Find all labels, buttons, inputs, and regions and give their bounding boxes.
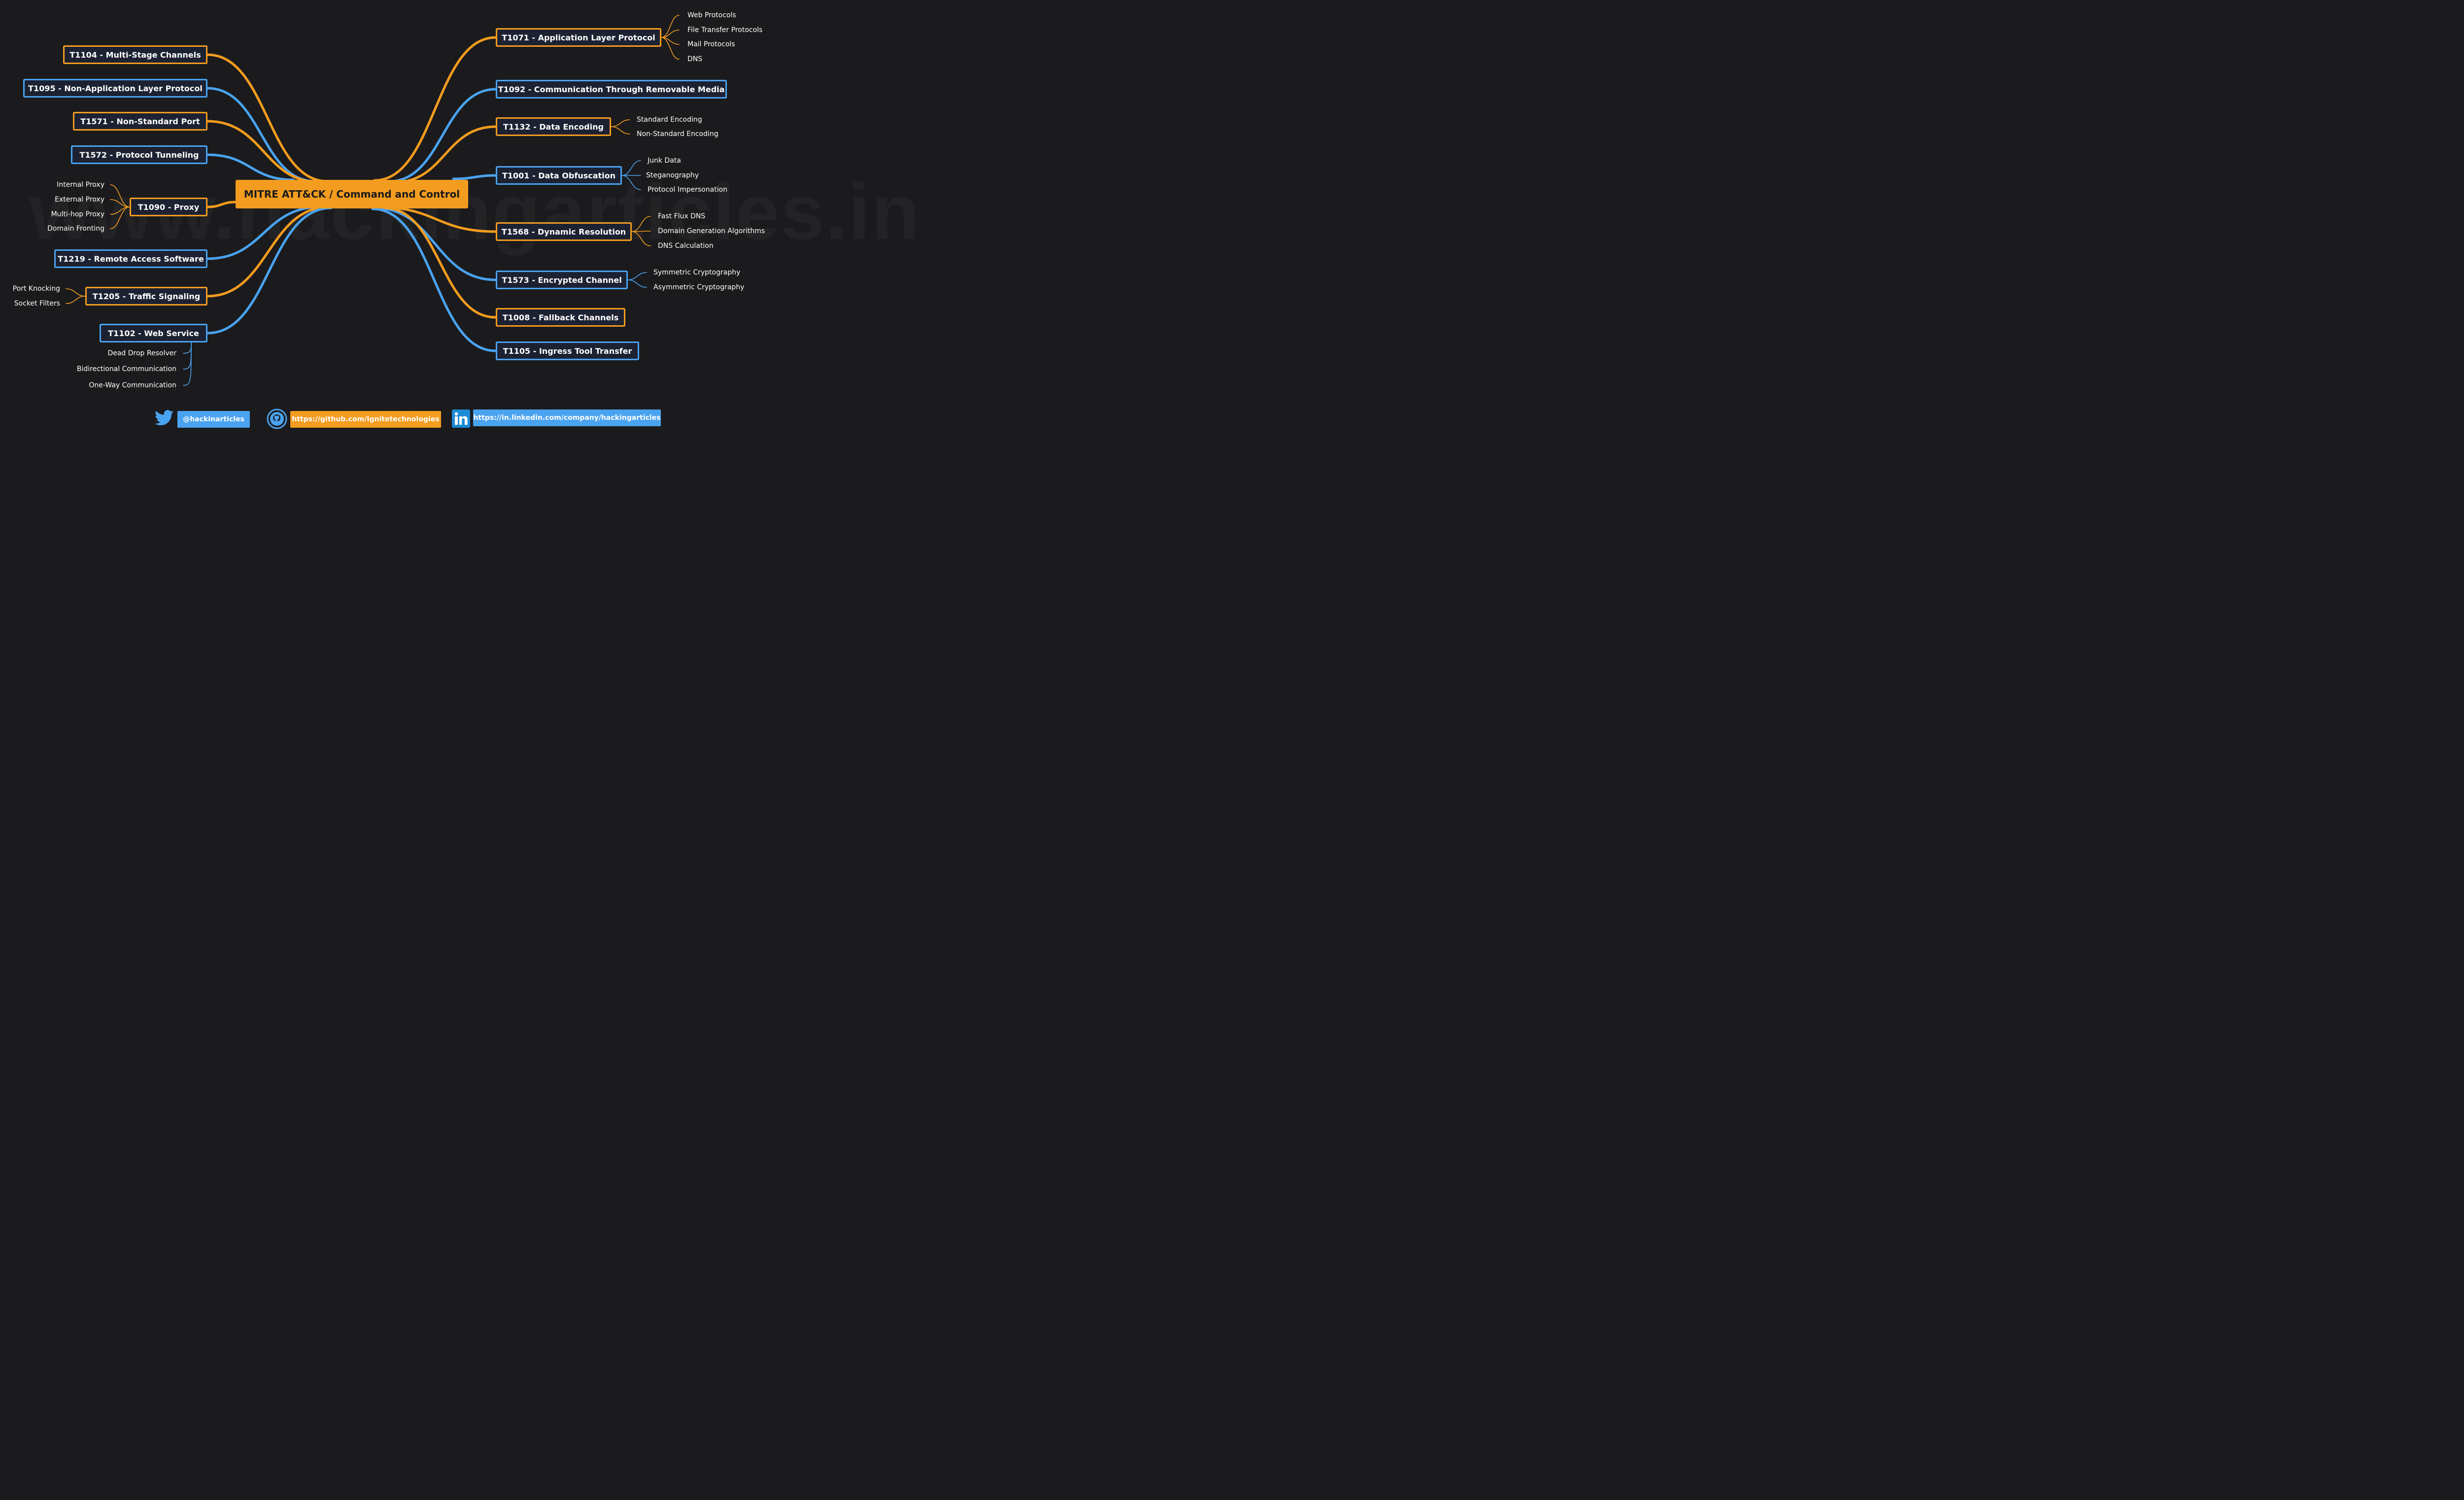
sub-connector-t1568-0 <box>631 216 651 232</box>
github-link[interactable]: https://github.com/Ignitetechnologies <box>290 411 441 428</box>
sub-connector-t1102-2 <box>183 342 192 386</box>
subtopic-asymmetric-cryptography[interactable]: Asymmetric Cryptography <box>653 283 745 291</box>
subtopic-standard-encoding[interactable]: Standard Encoding <box>637 116 702 124</box>
sub-connector-t1071-0 <box>661 15 680 38</box>
subtopic-bidirectional-communication[interactable]: Bidirectional Communication <box>76 365 176 373</box>
subtopic-dead-drop-resolver[interactable]: Dead Drop Resolver <box>107 349 176 357</box>
technique-t1105[interactable]: T1105 - Ingress Tool Transfer <box>496 341 639 360</box>
linkedin-icon[interactable] <box>452 409 470 428</box>
connector-t1105 <box>371 207 497 352</box>
connector-t1205 <box>206 205 331 298</box>
technique-t1572[interactable]: T1572 - Protocol Tunneling <box>71 145 207 164</box>
connector-t1572 <box>206 153 295 181</box>
sub-connector-t1132-1 <box>611 126 630 135</box>
technique-t1001[interactable]: T1001 - Data Obfuscation <box>496 166 622 185</box>
technique-t1571[interactable]: T1571 - Non-Standard Port <box>73 112 207 131</box>
technique-t1095[interactable]: T1095 - Non-Application Layer Protocol <box>23 79 207 98</box>
subtopic-non-standard-encoding[interactable]: Non-Standard Encoding <box>637 130 719 138</box>
subtopic-internal-proxy[interactable]: Internal Proxy <box>57 181 104 189</box>
sub-connector-t1205-1 <box>66 296 86 304</box>
subtopic-socket-filters[interactable]: Socket Filters <box>14 300 60 307</box>
connector-t1071 <box>373 36 497 182</box>
subtopic-file-transfer-protocols[interactable]: File Transfer Protocols <box>687 26 763 34</box>
sub-connector-t1205-0 <box>66 288 86 297</box>
sub-connector-t1090-0 <box>110 184 130 207</box>
mindmap: www.hackingarticles.in MITRE ATT&CK / Co… <box>0 0 920 440</box>
technique-t1104[interactable]: T1104 - Multi-Stage Channels <box>63 45 207 64</box>
connector-t1001 <box>452 174 497 180</box>
connector-t1092 <box>388 88 497 183</box>
connector-t1008 <box>383 206 497 319</box>
sub-connector-t1102-0 <box>183 342 192 354</box>
subtopic-steganography[interactable]: Steganography <box>646 171 699 179</box>
subtopic-one-way-communication[interactable]: One-Way Communication <box>89 381 176 389</box>
sub-connector-t1071-3 <box>661 37 680 60</box>
connector-t1095 <box>206 87 317 183</box>
sub-connector-t1001-0 <box>621 160 641 176</box>
subtopic-fast-flux-dns[interactable]: Fast Flux DNS <box>658 212 706 220</box>
sub-connector-t1132-0 <box>611 119 630 127</box>
technique-t1102[interactable]: T1102 - Web Service <box>100 324 207 342</box>
technique-t1092[interactable]: T1092 - Communication Through Removable … <box>496 80 727 99</box>
sub-connector-t1573-1 <box>627 279 647 288</box>
technique-t1573[interactable]: T1573 - Encrypted Channel <box>496 271 628 289</box>
connectors <box>66 15 680 386</box>
subtopic-web-protocols[interactable]: Web Protocols <box>687 11 736 19</box>
sub-connector-t1102-1 <box>183 342 192 370</box>
center-topic[interactable]: MITRE ATT&CK / Command and Control <box>236 180 468 208</box>
connector-t1219 <box>206 205 322 260</box>
connector-t1573 <box>373 206 497 281</box>
sub-connector-t1001-2 <box>621 175 641 190</box>
connector-t1104 <box>206 53 329 183</box>
technique-t1219[interactable]: T1219 - Remote Access Software <box>54 249 207 268</box>
technique-t1008[interactable]: T1008 - Fallback Channels <box>496 308 625 327</box>
subtopic-domain-generation-algorithms[interactable]: Domain Generation Algorithms <box>658 227 765 235</box>
subtopic-multi-hop-proxy[interactable]: Multi-hop Proxy <box>51 210 104 218</box>
subtopic-dns[interactable]: DNS <box>687 55 703 63</box>
subtopic-port-knocking[interactable]: Port Knocking <box>12 285 60 293</box>
twitter-bird-icon[interactable] <box>155 409 173 426</box>
subtopic-symmetric-cryptography[interactable]: Symmetric Cryptography <box>653 269 741 276</box>
technique-t1132[interactable]: T1132 - Data Encoding <box>496 117 611 136</box>
subtopic-mail-protocols[interactable]: Mail Protocols <box>687 40 735 48</box>
subtopic-domain-fronting[interactable]: Domain Fronting <box>47 225 104 233</box>
sub-connector-t1090-3 <box>110 206 130 229</box>
connector-t1090 <box>206 201 237 208</box>
technique-t1090[interactable]: T1090 - Proxy <box>130 198 207 216</box>
subtopic-protocol-impersonation[interactable]: Protocol Impersonation <box>648 186 728 194</box>
subtopic-external-proxy[interactable]: External Proxy <box>55 196 104 204</box>
github-octocat-icon[interactable] <box>267 409 287 429</box>
technique-t1205[interactable]: T1205 - Traffic Signaling <box>85 287 207 306</box>
connector-t1571 <box>206 120 322 184</box>
twitter-handle-link[interactable]: @hackinarticles <box>177 411 250 428</box>
subtopic-junk-data[interactable]: Junk Data <box>648 157 681 165</box>
connector-t1132 <box>393 125 497 184</box>
sub-connector-t1573-0 <box>627 272 647 280</box>
connector-t1102 <box>206 206 333 335</box>
technique-t1071[interactable]: T1071 - Application Layer Protocol <box>496 28 661 47</box>
subtopic-dns-calculation[interactable]: DNS Calculation <box>658 242 714 250</box>
linkedin-link[interactable]: https://in.linkedin.com/company/hackinga… <box>473 409 661 426</box>
technique-t1568[interactable]: T1568 - Dynamic Resolution <box>496 222 632 241</box>
sub-connector-t1568-2 <box>631 231 651 246</box>
